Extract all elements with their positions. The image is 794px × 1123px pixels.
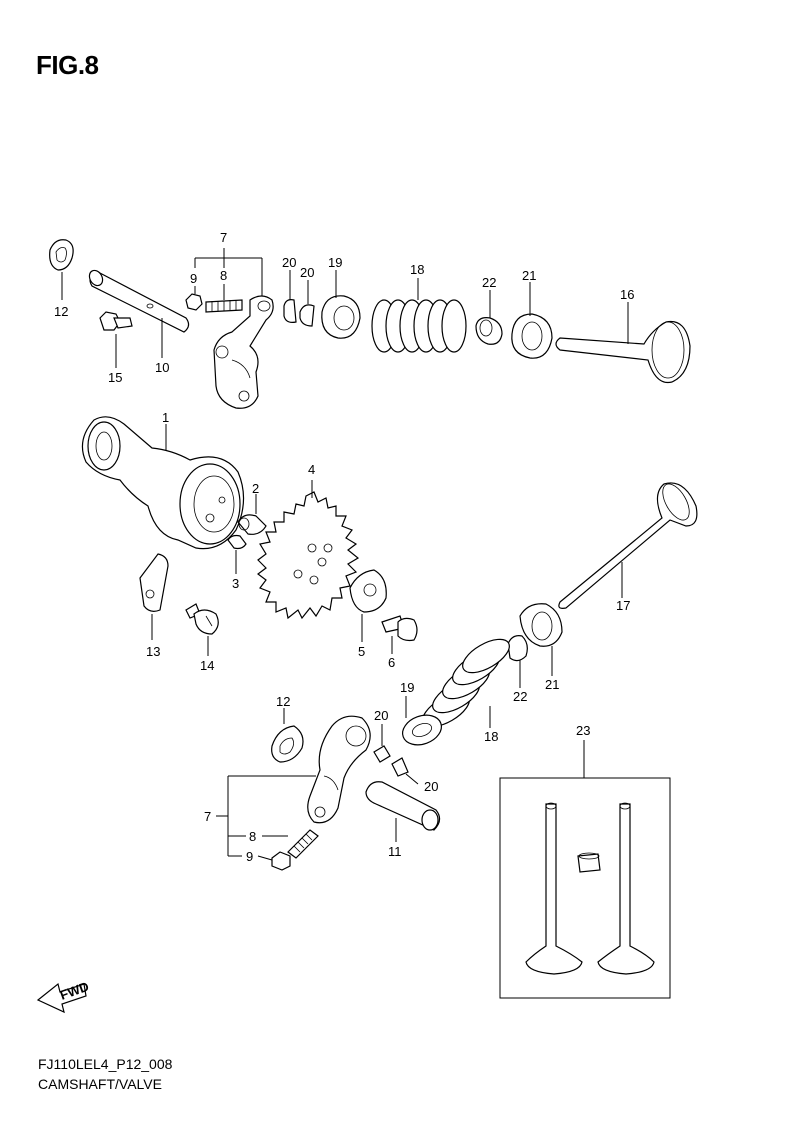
part-19-retainer-top bbox=[321, 270, 361, 339]
callout-4: 4 bbox=[308, 462, 315, 477]
callout-20-top-a: 20 bbox=[282, 255, 296, 270]
part-8-screw-mid bbox=[287, 829, 319, 859]
part-21-seat-top bbox=[511, 282, 553, 359]
callout-12-mid: 12 bbox=[276, 694, 290, 709]
part-7-leader-top bbox=[194, 248, 263, 296]
part-11-rocker-shaft bbox=[365, 781, 441, 842]
callout-22-top: 22 bbox=[482, 275, 496, 290]
callout-17: 17 bbox=[616, 598, 630, 613]
callout-18-top: 18 bbox=[410, 262, 424, 277]
figure-title: FIG.8 bbox=[36, 50, 99, 80]
callout-21-top: 21 bbox=[522, 268, 536, 283]
part-7-leader-mid bbox=[216, 775, 316, 861]
callout-22-mid: 22 bbox=[513, 689, 527, 704]
part-20-cotters-top bbox=[283, 270, 315, 327]
callout-16: 16 bbox=[620, 287, 634, 302]
callout-12-top: 12 bbox=[54, 304, 68, 319]
part-2-pin bbox=[237, 494, 267, 535]
part-17-valve-long bbox=[558, 482, 698, 609]
callout-20-top-b: 20 bbox=[300, 265, 314, 280]
callout-8-mid: 8 bbox=[249, 829, 256, 844]
callout-1: 1 bbox=[162, 410, 169, 425]
part-4-sprocket bbox=[257, 480, 360, 620]
callout-11: 11 bbox=[388, 844, 402, 859]
callout-2: 2 bbox=[252, 481, 259, 496]
part-19-retainer-mid bbox=[402, 696, 442, 746]
callout-10: 10 bbox=[155, 360, 169, 375]
part-1-camshaft bbox=[81, 416, 245, 550]
part-21-seat-mid bbox=[519, 603, 563, 676]
part-15-bolt bbox=[99, 311, 133, 368]
callout-13: 13 bbox=[146, 644, 160, 659]
part-6-bolt bbox=[381, 615, 418, 654]
part-3-pin bbox=[227, 534, 247, 574]
figure-code: FJ110LEL4_P12_008 bbox=[38, 1056, 173, 1072]
part-18-spring-top bbox=[371, 278, 467, 353]
part-8-screw-top bbox=[205, 284, 243, 313]
callout-23: 23 bbox=[576, 723, 590, 738]
callout-5: 5 bbox=[358, 644, 365, 659]
part-5-lock-washer bbox=[349, 569, 387, 642]
callout-19-mid: 19 bbox=[400, 680, 414, 695]
callout-7-top: 7 bbox=[220, 230, 227, 245]
part-16-valve-top bbox=[555, 302, 691, 384]
part-7-rocker-arm-top bbox=[213, 295, 274, 409]
part-22-seal-top bbox=[475, 290, 503, 345]
figure-caption: CAMSHAFT/VALVE bbox=[38, 1076, 162, 1092]
part-9-nut-mid bbox=[271, 851, 291, 871]
part-20-cotters-mid bbox=[373, 724, 419, 785]
part-10-rocker-shaft bbox=[88, 269, 190, 358]
part-12-washer-mid bbox=[271, 708, 304, 763]
callout-15: 15 bbox=[108, 370, 122, 385]
callout-20-mid-b: 20 bbox=[424, 779, 438, 794]
callout-19-top: 19 bbox=[328, 255, 342, 270]
callout-3: 3 bbox=[232, 576, 239, 591]
callout-21-mid: 21 bbox=[545, 677, 559, 692]
callout-18-mid: 18 bbox=[484, 729, 498, 744]
callout-8-top: 8 bbox=[220, 268, 227, 283]
part-14-screw bbox=[185, 603, 219, 656]
callout-14: 14 bbox=[200, 658, 214, 673]
part-12-washer-top bbox=[49, 239, 74, 300]
part-23-valve-set bbox=[499, 740, 671, 999]
fwd-arrow-icon: FWD bbox=[36, 979, 91, 1014]
callout-6: 6 bbox=[388, 655, 395, 670]
part-9-nut-top bbox=[185, 286, 203, 311]
callout-7-mid: 7 bbox=[204, 809, 211, 824]
part-13-plate bbox=[139, 553, 169, 640]
callout-20-mid-a: 20 bbox=[374, 708, 388, 723]
callout-9-mid: 9 bbox=[246, 849, 253, 864]
part-7-rocker-arm-mid bbox=[307, 715, 371, 824]
part-22-seal-mid bbox=[507, 635, 528, 688]
callout-9-top: 9 bbox=[190, 271, 197, 286]
